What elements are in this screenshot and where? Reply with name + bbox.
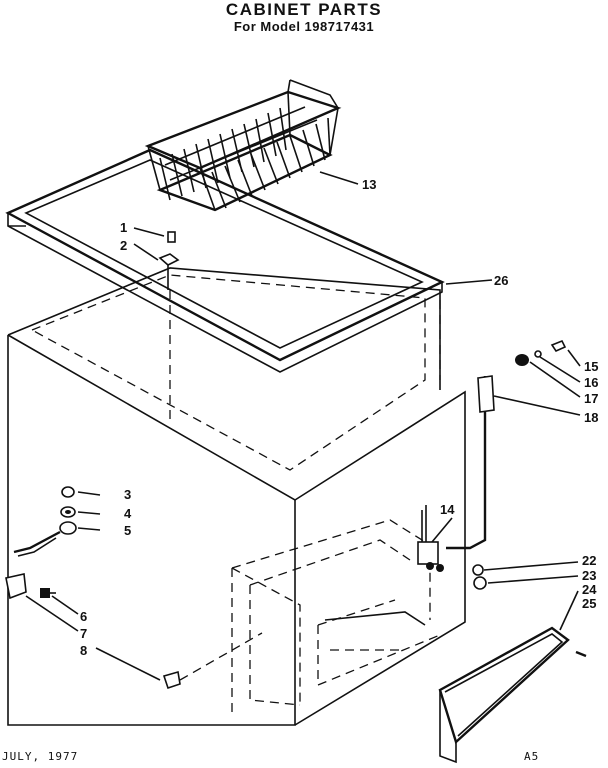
drain-cap-3 xyxy=(61,486,75,498)
callout-23: 23 xyxy=(582,568,596,583)
access-cover-24 xyxy=(438,626,570,764)
callout-16: 16 xyxy=(584,375,598,390)
callout-14: 14 xyxy=(440,502,455,517)
callout-17: 17 xyxy=(584,391,598,406)
knob-22-23 xyxy=(472,564,487,590)
callout-labels: 1 2 3 4 5 6 7 8 13 14 15 16 17 18 22 23 … xyxy=(80,177,598,658)
cap-tube-18 xyxy=(446,375,495,550)
drain-plug-6 xyxy=(40,588,56,598)
callout-1: 1 xyxy=(120,220,127,235)
footer-page-code: A5 xyxy=(524,750,540,763)
lid-gasket-frame xyxy=(5,148,445,373)
drain-tube-7 xyxy=(5,573,27,600)
thermostat-knob-15-17 xyxy=(515,339,567,366)
thermostat-14 xyxy=(417,505,444,572)
callout-15: 15 xyxy=(584,359,598,374)
callout-13: 13 xyxy=(362,177,376,192)
callout-5: 5 xyxy=(124,523,131,538)
leader-lines xyxy=(25,171,581,681)
cabinet-body xyxy=(7,267,466,726)
wire-basket xyxy=(144,79,342,212)
drain-washer-4 xyxy=(60,506,76,518)
leveling-leg-8 xyxy=(162,632,263,690)
footer-date: JULY, 1977 xyxy=(2,750,79,763)
callout-2: 2 xyxy=(120,238,127,253)
callout-24: 24 xyxy=(582,582,597,597)
callout-25: 25 xyxy=(582,596,596,611)
callout-6: 6 xyxy=(80,609,87,624)
compressor-compartment xyxy=(231,519,441,715)
callout-26: 26 xyxy=(494,273,508,288)
drain-fitting-5 xyxy=(13,521,77,557)
model-subtitle: For Model 198717431 xyxy=(233,19,375,34)
callout-7: 7 xyxy=(80,626,87,641)
page-title: CABINET PARTS xyxy=(225,0,383,19)
callout-22: 22 xyxy=(582,553,596,568)
lid-hinge-screw-1 xyxy=(167,231,176,243)
callout-18: 18 xyxy=(584,410,598,425)
callout-8: 8 xyxy=(80,643,87,658)
cover-screw-25 xyxy=(575,650,587,658)
lid-hinge-bracket-2 xyxy=(158,253,180,290)
callout-4: 4 xyxy=(124,506,132,521)
callout-3: 3 xyxy=(124,487,131,502)
